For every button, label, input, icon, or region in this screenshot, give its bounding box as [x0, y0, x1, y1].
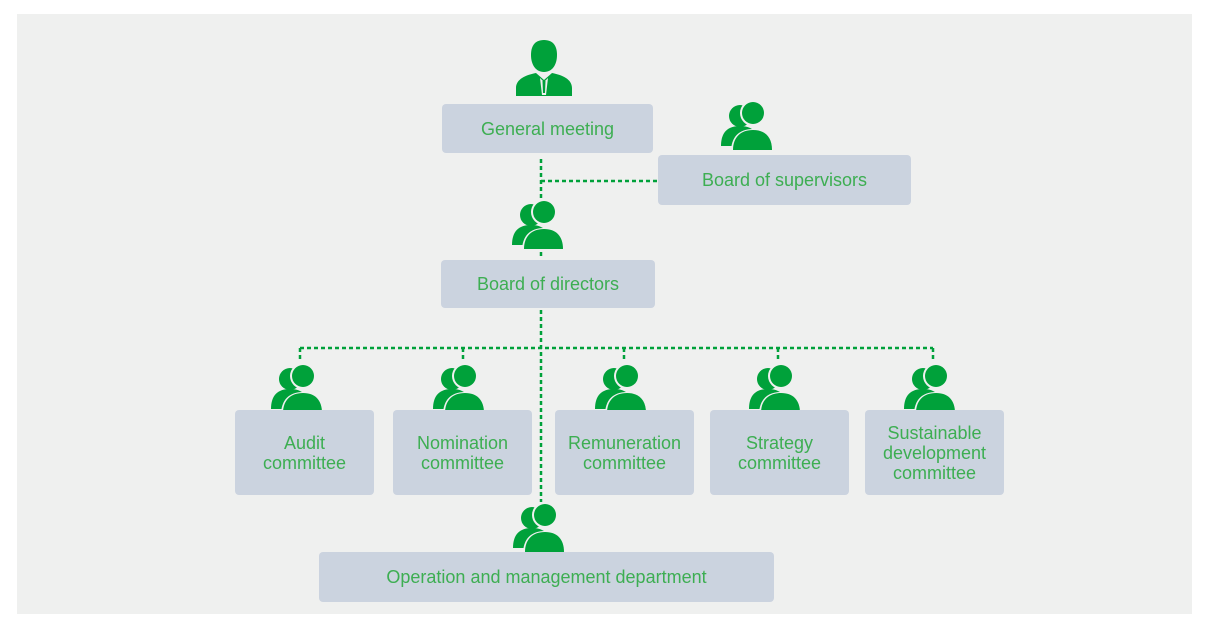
- strategy-committee-line-1: Strategy: [745, 432, 814, 453]
- person-icon: [516, 40, 572, 96]
- audit-committee-box: Audit committee: [235, 410, 374, 495]
- board-of-directors-box: Board of directors: [441, 260, 655, 308]
- board-of-directors-label: Board of directors: [476, 274, 620, 294]
- group-icon: [512, 199, 565, 251]
- group-icon: [595, 363, 648, 415]
- group-icon: [271, 363, 324, 415]
- sustainable-committee-line-2: development: [882, 442, 987, 463]
- sustainable-committee-line-3: committee: [892, 462, 976, 483]
- remuneration-committee-line-2: committee: [582, 452, 667, 473]
- operation-management-label: Operation and management department: [386, 567, 707, 587]
- strategy-committee-line-2: committee: [737, 452, 822, 473]
- general-meeting-box: General meeting: [442, 104, 653, 153]
- sustainable-committee-line-1: Sustainable: [887, 422, 982, 443]
- operation-management-box: Operation and management department: [319, 552, 774, 602]
- strategy-committee-box: Strategy committee: [710, 410, 849, 495]
- board-of-supervisors-label: Board of supervisors: [701, 170, 868, 190]
- group-icon: [433, 363, 486, 415]
- sustainable-development-committee-box: Sustainable development committee: [865, 410, 1004, 495]
- audit-committee-line-2: committee: [262, 452, 347, 473]
- general-meeting-label: General meeting: [480, 118, 615, 139]
- group-icon: [721, 100, 774, 152]
- remuneration-committee-box: Remuneration committee: [555, 410, 694, 495]
- nomination-committee-line-1: Nomination: [416, 432, 509, 453]
- group-icon: [513, 502, 566, 554]
- audit-committee-line-1: Audit: [283, 432, 326, 453]
- board-of-supervisors-box: Board of supervisors: [658, 155, 911, 205]
- org-chart: General meeting Board of supervisors Boa…: [17, 14, 1192, 614]
- nomination-committee-box: Nomination committee: [393, 410, 532, 495]
- group-icon: [749, 363, 802, 415]
- nomination-committee-line-2: committee: [420, 452, 504, 473]
- remuneration-committee-line-1: Remuneration: [567, 432, 682, 453]
- group-icon: [904, 363, 957, 415]
- connector-lines: [298, 159, 935, 502]
